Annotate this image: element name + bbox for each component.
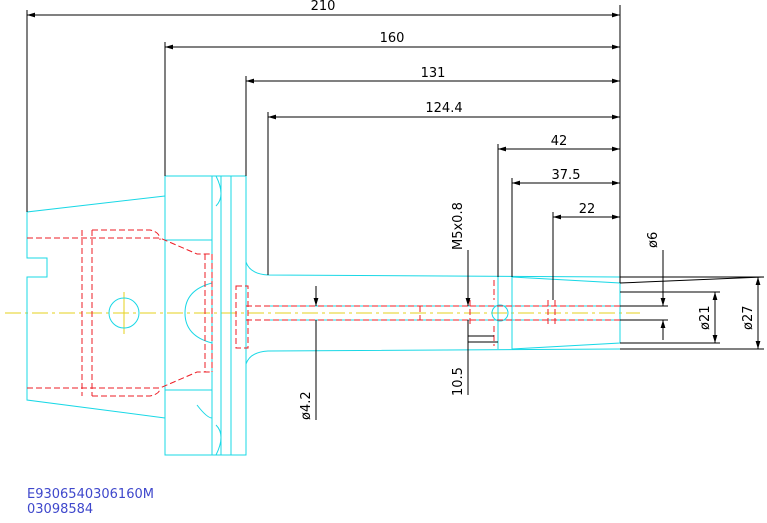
dim-131: 131 xyxy=(421,66,446,81)
dim-22: 22 xyxy=(579,202,596,217)
dim-phi-4-2: ø4.2 xyxy=(299,391,314,420)
dim-10-5: 10.5 xyxy=(451,367,466,396)
dim-phi-27: ø27 xyxy=(741,306,756,331)
dim-thread-m5: M5x0.8 xyxy=(451,202,466,250)
dim-160: 160 xyxy=(380,31,405,46)
dim-42: 42 xyxy=(551,134,568,149)
dim-phi-21: ø21 xyxy=(698,306,713,331)
hidden-lines xyxy=(27,229,620,397)
holder-outline xyxy=(26,175,621,456)
dim-37-5: 37.5 xyxy=(552,168,581,183)
part-number: 03098584 xyxy=(27,502,93,517)
part-code: E9306540306160M xyxy=(27,487,154,502)
dim-210: 210 xyxy=(311,0,336,14)
dim-124-4: 124.4 xyxy=(425,101,462,116)
dimension-lines xyxy=(26,5,765,420)
dim-phi-6: ø6 xyxy=(646,232,661,248)
